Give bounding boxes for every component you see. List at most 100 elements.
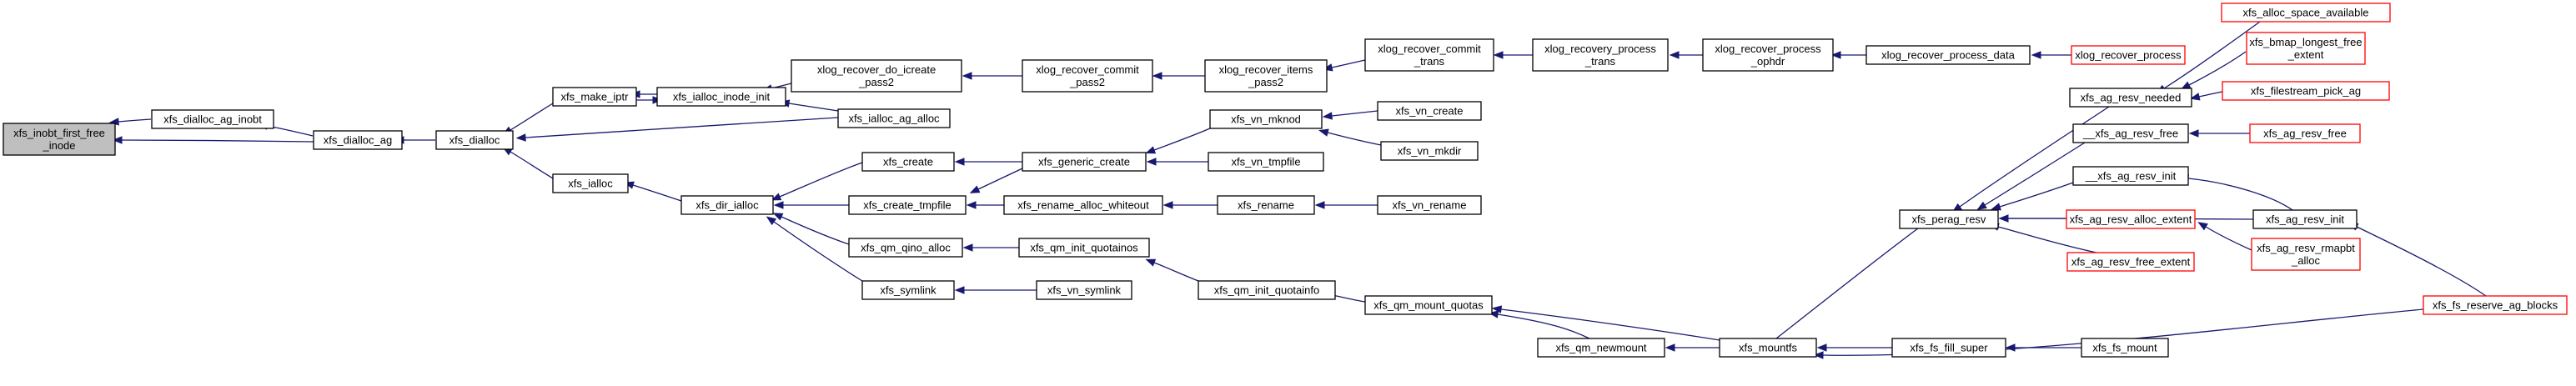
node-label: _extent: [2287, 48, 2324, 61]
function-node-xfs-qm-mount-quotas[interactable]: xfs_qm_mount_quotas: [1364, 295, 1493, 315]
function-node-xfs-alloc-space-available[interactable]: xfs_alloc_space_available: [2221, 3, 2391, 23]
function-node-xlog-recover-process-data[interactable]: xlog_recover_process_data: [1865, 45, 2031, 65]
function-node-xfs-bmap-longest-free-extent[interactable]: xfs_bmap_longest_free_extent: [2246, 32, 2366, 65]
function-node-xfs-ag-resv-free[interactable]: __xfs_ag_resv_free: [2072, 123, 2189, 143]
function-node-xfs-ag-resv-init[interactable]: __xfs_ag_resv_init: [2072, 166, 2189, 186]
node-box: [1208, 152, 1324, 172]
arrowhead-icon: [966, 201, 977, 209]
function-node-xfs-ag-resv-free[interactable]: xfs_ag_resv_free: [2249, 123, 2361, 143]
edge-line: [779, 162, 863, 198]
function-node-xfs-dialloc[interactable]: xfs_dialloc: [435, 130, 514, 150]
node-label: xfs_qm_init_quotainos: [1030, 242, 1138, 254]
function-node-xfs-ag-resv-alloc-extent[interactable]: xfs_ag_resv_alloc_extent: [2066, 209, 2196, 229]
function-node-xlog-recovery-process-trans[interactable]: xlog_recovery_process_trans: [1532, 38, 1669, 72]
function-node-xfs-dir-ialloc[interactable]: xfs_dir_ialloc: [680, 195, 774, 215]
function-node-xfs-ialloc-inode-init[interactable]: xfs_ialloc_inode_init: [656, 87, 786, 107]
function-node-xfs-make-iptr[interactable]: xfs_make_iptr: [552, 87, 637, 107]
function-node-xfs-rename-alloc-whiteout[interactable]: xfs_rename_alloc_whiteout: [1003, 195, 1163, 215]
node-label: _pass2: [1248, 76, 1283, 88]
function-node-xfs-ag-resv-free-extent[interactable]: xfs_ag_resv_free_extent: [2066, 252, 2195, 272]
arrowhead-icon: [1491, 305, 1503, 313]
function-node-xfs-symlink[interactable]: xfs_symlink: [861, 280, 955, 300]
node-label: xfs_ialloc_inode_init: [673, 91, 771, 103]
function-node-xfs-rename[interactable]: xfs_rename: [1217, 195, 1315, 215]
node-label: xfs_ag_resv_free_extent: [2071, 256, 2191, 268]
function-node-xlog-recover-process[interactable]: xlog_recover_process: [2071, 45, 2186, 65]
edge-line: [1331, 110, 1378, 117]
function-node-xfs-vn-mknod[interactable]: xfs_vn_mknod: [1209, 109, 1323, 129]
node-label: xlog_recover_commit: [1378, 43, 1481, 55]
call-edge-n48-to-n41: [2197, 222, 2252, 251]
edge-line: [773, 221, 863, 282]
function-node-xfs-create[interactable]: xfs_create: [861, 152, 955, 172]
function-node-xlog-recover-process-ophdr[interactable]: xlog_recover_process_ophdr: [1702, 38, 1834, 72]
function-node-xfs-dialloc-ag-inobt[interactable]: xfs_dialloc_ag_inobt: [151, 109, 274, 129]
call-edge-n33-to-n32: [1488, 310, 1590, 339]
node-box: [1003, 195, 1163, 215]
function-node-xfs-fs-reserve-ag-blocks[interactable]: xfs_fs_reserve_ag_blocks: [2423, 295, 2568, 315]
function-node-xfs-vn-tmpfile[interactable]: xfs_vn_tmpfile: [1208, 152, 1324, 172]
function-node-xlog-recover-commit-trans[interactable]: xlog_recover_commit_trans: [1364, 38, 1494, 72]
function-node-xfs-ag-resv-needed[interactable]: xfs_ag_resv_needed: [2069, 88, 2192, 108]
call-edge-n17-to-n16: [771, 162, 863, 201]
function-node-xlog-recover-do-icreate-pass2[interactable]: xlog_recover_do_icreate_pass2: [791, 59, 962, 93]
function-node-xlog-recover-items-pass2[interactable]: xlog_recover_items_pass2: [1204, 59, 1328, 93]
arrowhead-icon: [772, 213, 784, 221]
call-edge-n20-to-n16: [766, 216, 863, 282]
node-label: xlog_recover_process: [2075, 49, 2182, 62]
node-label: xlog_recover_do_icreate: [817, 63, 936, 76]
arrowhead-icon: [1162, 201, 1173, 209]
function-node-xlog-recover-commit-pass2[interactable]: xlog_recover_commit_pass2: [1022, 59, 1153, 93]
function-node-xfs-vn-mkdir[interactable]: xfs_vn_mkdir: [1380, 141, 1479, 161]
call-edge-n27-to-n22: [1162, 201, 1218, 209]
arrowhead-icon: [962, 72, 972, 80]
function-node-xfs-inobt-first-free-inode: xfs_inobt_first_free_inode: [3, 123, 116, 156]
arrowhead-icon: [1830, 51, 1841, 59]
node-box: [1022, 59, 1153, 93]
function-node-xfs-perag-resv[interactable]: xfs_perag_resv: [1899, 209, 1999, 229]
edge-line: [2188, 51, 2247, 86]
node-box: [1702, 38, 1834, 72]
arrowhead-icon: [1145, 258, 1157, 267]
node-box: [3, 123, 116, 156]
node-label: xfs_ialloc_ag_alloc: [848, 113, 940, 125]
function-node-xfs-create-tmpfile[interactable]: xfs_create_tmpfile: [848, 195, 967, 215]
function-node-xfs-mountfs[interactable]: xfs_mountfs: [1719, 338, 1817, 358]
arrowhead-icon: [1152, 72, 1162, 80]
call-edge-n4-to-n3: [502, 103, 554, 135]
edge-line: [632, 184, 682, 202]
function-node-xfs-qm-qino-alloc[interactable]: xfs_qm_qino_alloc: [848, 238, 963, 258]
function-node-xfs-ag-resv-rmapbt-alloc[interactable]: xfs_ag_resv_rmapbt_alloc: [2251, 238, 2361, 271]
function-node-xfs-qm-init-quotainos[interactable]: xfs_qm_init_quotainos: [1018, 238, 1150, 258]
node-box: [2423, 295, 2568, 315]
function-node-xfs-vn-create[interactable]: xfs_vn_create: [1377, 101, 1482, 121]
function-node-xfs-vn-rename[interactable]: xfs_vn_rename: [1377, 195, 1482, 215]
node-label: xfs_make_iptr: [561, 91, 630, 103]
node-box: [2072, 166, 2189, 186]
edge-line: [1497, 313, 1590, 339]
call-edge-n11-to-n10: [1493, 51, 1533, 59]
node-label: xfs_qm_init_quotainfo: [1214, 284, 1319, 297]
function-node-xfs-qm-init-quotainfo[interactable]: xfs_qm_init_quotainfo: [1198, 280, 1336, 300]
arrowhead-icon: [2189, 93, 2201, 101]
node-box: [2066, 209, 2196, 229]
function-node-xfs-ialloc[interactable]: xfs_ialloc: [552, 173, 629, 193]
function-node-xfs-dialloc-ag[interactable]: xfs_dialloc_ag: [313, 130, 403, 150]
edge-line: [510, 151, 554, 179]
call-edge-n21-to-n18: [969, 168, 1023, 193]
arrowhead-icon: [1991, 203, 2001, 211]
call-edge-n22-to-n18: [966, 201, 1005, 209]
edge-line: [1327, 132, 1382, 146]
function-node-xfs-filestream-pick-ag[interactable]: xfs_filestream_pick_ag: [2222, 81, 2390, 101]
call-edge-n40-to-n35: [1991, 182, 2074, 211]
function-node-xfs-fs-mount[interactable]: xfs_fs_mount: [2081, 338, 2169, 358]
function-node-xfs-vn-symlink[interactable]: xfs_vn_symlink: [1036, 280, 1132, 300]
function-node-xfs-generic-create[interactable]: xfs_generic_create: [1022, 152, 1147, 172]
node-box: [1022, 152, 1147, 172]
node-box: [791, 59, 962, 93]
function-node-xfs-ialloc-ag-alloc[interactable]: xfs_ialloc_ag_alloc: [837, 108, 951, 128]
function-node-xfs-qm-newmount[interactable]: xfs_qm_newmount: [1537, 338, 1665, 358]
function-node-xfs-ag-resv-init[interactable]: xfs_ag_resv_init: [2252, 209, 2358, 229]
node-box: [1537, 338, 1665, 358]
function-node-xfs-fs-fill-super[interactable]: xfs_fs_fill_super: [1891, 338, 2006, 358]
